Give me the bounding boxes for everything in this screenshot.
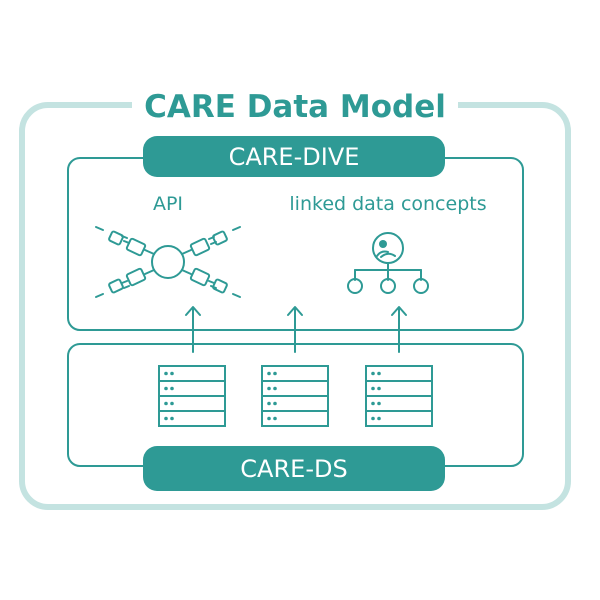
diagram-title: CARE Data Model (144, 89, 446, 125)
api-label: API (153, 193, 183, 215)
arrow-1 (185, 306, 201, 353)
title-background (132, 84, 458, 128)
care-dive-pill (143, 136, 445, 177)
care-dive-box (67, 157, 524, 331)
care-ds-label: CARE-DS (240, 455, 347, 483)
arrow-2 (287, 306, 303, 353)
server-stack-icon (158, 365, 226, 427)
care-dive-label: CARE-DIVE (229, 143, 360, 171)
hierarchy-tree-icon (347, 232, 429, 294)
server-stack-icon (365, 365, 433, 427)
arrow-3 (391, 306, 407, 353)
server-stack-icon (261, 365, 329, 427)
linked-data-label: linked data concepts (289, 193, 486, 215)
plug-connectors-icon (95, 226, 241, 298)
care-ds-pill (143, 446, 445, 491)
